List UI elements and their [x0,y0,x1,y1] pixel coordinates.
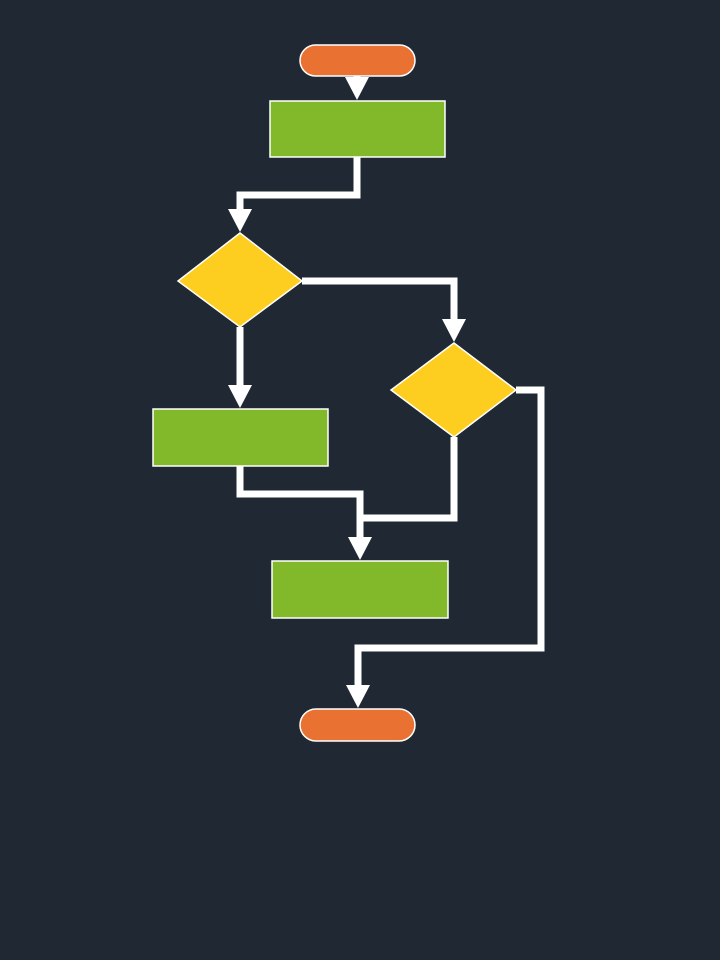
node-group [152,44,518,742]
arrowhead-into-process-1 [345,77,369,100]
arrowhead-into-end [346,685,370,708]
start-terminal [299,44,416,77]
process-box-1 [269,100,446,158]
process-box-2 [152,408,329,467]
process-box-3 [271,560,449,619]
connector-process-1-to-decision-1 [236,157,361,212]
arrowhead-into-decision-1 [228,209,252,232]
arrowhead-group [228,77,466,708]
connector-decision-2-to-end [354,386,545,688]
arrowhead-into-process-2 [228,385,252,408]
connector-decision-1-to-decision-2 [302,277,458,322]
connector-decision-2-to-process-3 [360,437,458,522]
end-terminal [299,708,416,742]
arrowhead-into-process-3 [348,537,372,560]
decision-diamond-2 [389,342,518,438]
arrowhead-into-decision-2 [442,319,466,342]
connector-group [236,76,545,688]
decision-diamond-1 [176,232,304,328]
